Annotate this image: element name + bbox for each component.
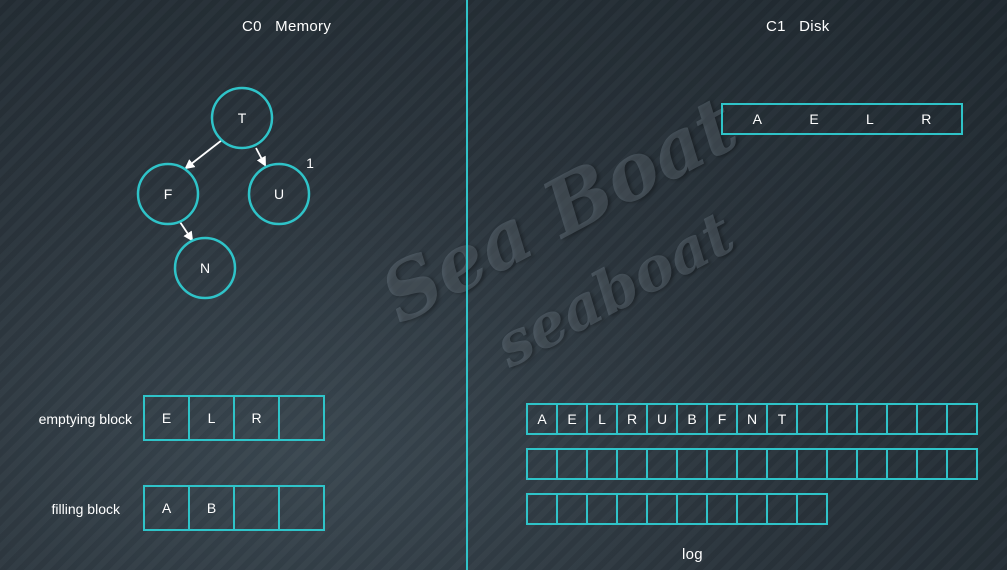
log-cell: [796, 493, 828, 525]
log-cell: [526, 493, 558, 525]
disk-cell: E: [809, 111, 819, 127]
node-u-badge: 1: [306, 155, 314, 171]
log-cell: L: [586, 403, 618, 435]
log-cell: [586, 448, 618, 480]
log-cell: [706, 448, 738, 480]
edge-t-u: [255, 147, 266, 167]
log-cell: [916, 403, 948, 435]
log-cell: [706, 493, 738, 525]
log-cell: [526, 448, 558, 480]
emptying-block-label: emptying block: [38, 411, 132, 427]
log-cell: T: [766, 403, 798, 435]
log-cell: [676, 448, 708, 480]
log-cell: [886, 448, 918, 480]
log-cell: [646, 448, 678, 480]
log-cell: [856, 403, 888, 435]
log-cell: [646, 493, 678, 525]
log-cell: [586, 493, 618, 525]
disk-cell: A: [752, 111, 763, 127]
memory-tree: T F U N 1: [136, 86, 314, 300]
log-cell: E: [556, 403, 588, 435]
log-row-3: [526, 493, 828, 525]
log-cell: [736, 493, 768, 525]
block-cell: R: [233, 395, 280, 441]
filling-block-label: filling block: [51, 501, 120, 517]
filling-block: A B: [143, 485, 325, 531]
memory-heading: C0 Memory: [242, 18, 332, 35]
disk-cell: R: [921, 111, 932, 127]
log-cell: [796, 448, 828, 480]
edge-f-n: [179, 221, 194, 242]
block-cell: B: [188, 485, 235, 531]
log-cell: [826, 448, 858, 480]
log-cell: A: [526, 403, 558, 435]
disk-block: A E L R: [721, 103, 963, 135]
log-cell: [616, 448, 648, 480]
svg-text:U: U: [274, 186, 284, 202]
block-cell: E: [143, 395, 190, 441]
block-cell: [278, 395, 325, 441]
block-cell: [233, 485, 280, 531]
log-cell: [856, 448, 888, 480]
svg-text:N: N: [200, 260, 210, 276]
log-cell: [556, 493, 588, 525]
block-cell: L: [188, 395, 235, 441]
tree-node-t: T: [210, 86, 274, 150]
log-cell: U: [646, 403, 678, 435]
disk-heading: C1 Disk: [766, 18, 830, 35]
log-cell: [766, 448, 798, 480]
emptying-block: E L R: [143, 395, 325, 441]
log-cell: [916, 448, 948, 480]
block-cell: [278, 485, 325, 531]
tree-node-f: F: [136, 162, 200, 226]
log-row-2: [526, 448, 978, 480]
log-cell: N: [736, 403, 768, 435]
svg-text:F: F: [164, 186, 173, 202]
log-cell: R: [616, 403, 648, 435]
log-cell: F: [706, 403, 738, 435]
log-cell: [736, 448, 768, 480]
tree-node-n: N: [173, 236, 237, 300]
log-cell: [676, 493, 708, 525]
log-cell: [766, 493, 798, 525]
log-cell: B: [676, 403, 708, 435]
section-divider: [466, 0, 468, 570]
watermark-logo-sub: seaboat: [483, 198, 746, 382]
log-cell: [796, 403, 828, 435]
log-cell: [616, 493, 648, 525]
log-cell: [886, 403, 918, 435]
edge-t-f: [184, 139, 223, 170]
log-cell: [946, 403, 978, 435]
log-cell: [556, 448, 588, 480]
log-cell: [946, 448, 978, 480]
svg-text:T: T: [238, 110, 247, 126]
log-label: log: [682, 546, 703, 563]
log-cell: [826, 403, 858, 435]
tree-node-u: U: [247, 162, 311, 226]
block-cell: A: [143, 485, 190, 531]
disk-cell: L: [866, 111, 874, 127]
